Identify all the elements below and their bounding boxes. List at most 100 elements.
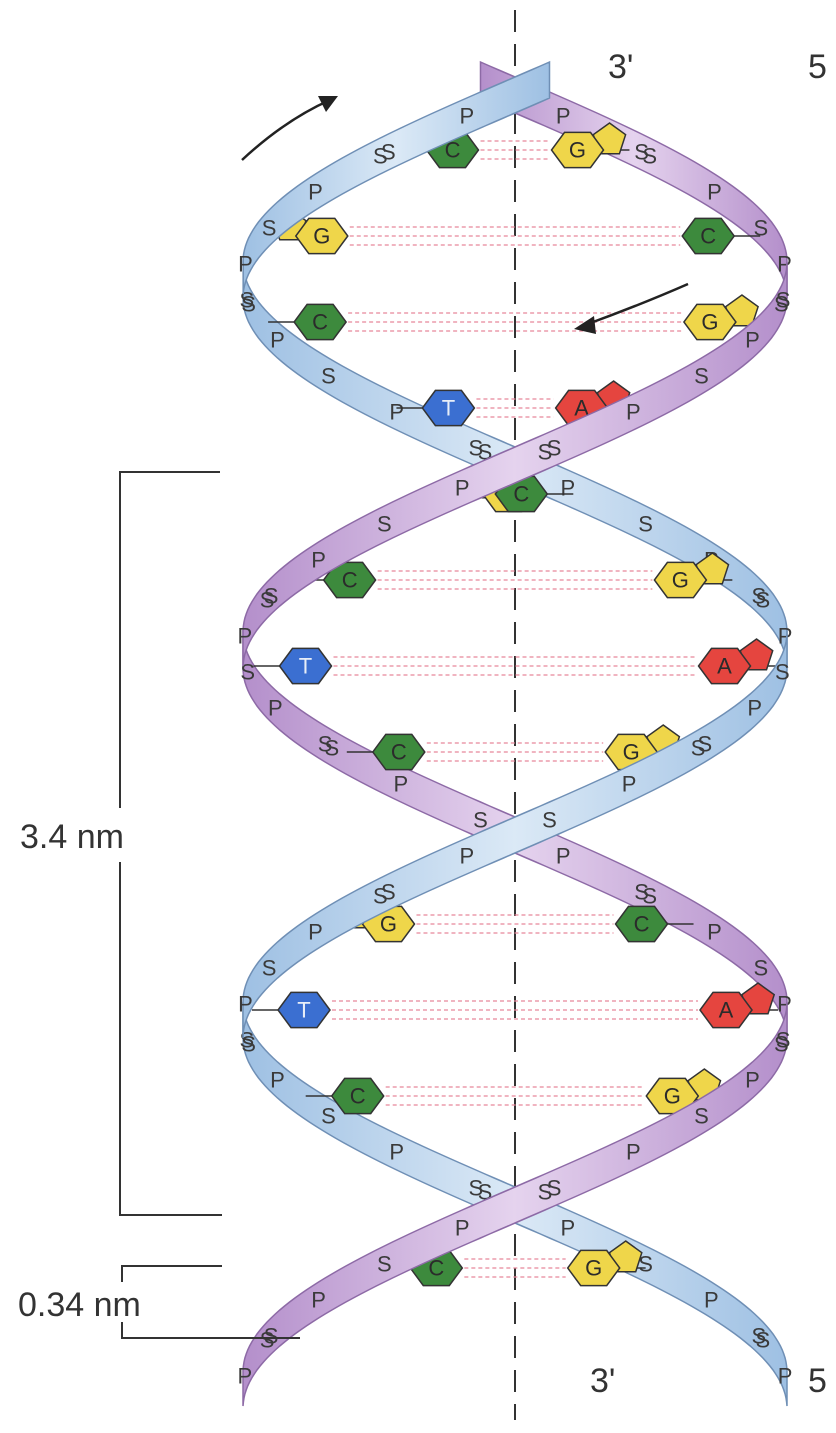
base-c: C <box>682 218 734 253</box>
sugar-label: S <box>542 808 557 833</box>
svg-text:A: A <box>719 998 734 1023</box>
phosphate-label: P <box>777 992 792 1017</box>
svg-text:T: T <box>442 396 455 421</box>
phosphate-label: P <box>308 180 323 205</box>
svg-text:G: G <box>380 912 397 937</box>
sugar-label: S <box>756 588 771 613</box>
svg-text:C: C <box>342 568 358 593</box>
phosphate-label: P <box>556 844 571 869</box>
sugar-label: S <box>262 216 277 241</box>
bottom-left-end-label: 3' <box>590 1362 615 1400</box>
sugar-label: S <box>775 660 790 685</box>
phosphate-label: P <box>311 548 326 573</box>
sugar-label: S <box>377 1252 392 1277</box>
base-t: T <box>278 992 330 1027</box>
phosphate-label: P <box>238 992 253 1017</box>
base-a: A <box>699 639 773 684</box>
phosphate-label: P <box>268 696 283 721</box>
phosphate-label: P <box>238 252 253 277</box>
phosphate-label: P <box>455 1216 470 1241</box>
sugar-label: S <box>538 1180 553 1205</box>
svg-text:C: C <box>700 224 716 249</box>
sugar-label: S <box>638 512 653 537</box>
top-left-end-label: 3' <box>608 48 633 86</box>
sugar-label: S <box>262 956 277 981</box>
phosphate-label: P <box>459 104 474 129</box>
phosphate-label: P <box>626 1140 641 1165</box>
arrow-up-right-icon <box>242 96 338 160</box>
svg-text:G: G <box>623 740 640 765</box>
sugar-label: S <box>691 736 706 761</box>
phosphate-label: P <box>389 1140 404 1165</box>
phosphate-label: P <box>626 400 641 425</box>
svg-text:G: G <box>701 310 718 335</box>
sugar-label: S <box>325 736 340 761</box>
svg-text:G: G <box>585 1256 602 1281</box>
phosphate-label: P <box>745 328 760 353</box>
svg-text:C: C <box>350 1084 366 1109</box>
pitch-bracket <box>120 472 222 1215</box>
phosphate-label: P <box>270 1068 285 1093</box>
sugar-label: S <box>373 884 388 909</box>
phosphate-label: P <box>238 624 253 649</box>
phosphate-label: P <box>777 252 792 277</box>
svg-text:T: T <box>297 998 310 1023</box>
phosphate-label: P <box>778 1364 793 1389</box>
top-right-end-label: 5 <box>808 48 827 86</box>
svg-text:G: G <box>664 1084 681 1109</box>
phosphate-label: P <box>704 1288 719 1313</box>
sugar-label: S <box>321 1104 336 1129</box>
svg-text:G: G <box>569 138 586 163</box>
phosphate-label: P <box>622 772 637 797</box>
phosphate-label: P <box>308 920 323 945</box>
sugar-label: S <box>756 1328 771 1353</box>
svg-text:C: C <box>513 482 529 507</box>
svg-text:C: C <box>312 310 328 335</box>
sugar-label: S <box>260 588 275 613</box>
svg-text:G: G <box>313 224 330 249</box>
sugar-label: S <box>774 292 789 317</box>
sugar-label: S <box>694 1104 709 1129</box>
phosphate-label: P <box>707 180 722 205</box>
bottom-right-end-label: 5 <box>808 1362 827 1400</box>
phosphate-label: P <box>389 400 404 425</box>
sugar-label: S <box>642 144 657 169</box>
sugar-label: S <box>642 884 657 909</box>
phosphate-label: P <box>270 328 285 353</box>
arrow-down-left-icon <box>574 284 688 334</box>
phosphate-label: P <box>560 1216 575 1241</box>
svg-text:T: T <box>299 654 312 679</box>
phosphate-label: P <box>747 696 762 721</box>
phosphate-label: P <box>238 1364 253 1389</box>
sugar-label: S <box>321 364 336 389</box>
sugar-label: S <box>241 292 256 317</box>
sugar-label: S <box>694 364 709 389</box>
phosphate-label: P <box>394 772 409 797</box>
phosphate-label: P <box>556 104 571 129</box>
svg-text:G: G <box>672 568 689 593</box>
phosphate-label: P <box>745 1068 760 1093</box>
phosphate-label: P <box>560 476 575 501</box>
sugar-label: S <box>538 440 553 465</box>
base-c: C <box>294 304 346 339</box>
phosphate-label: P <box>455 476 470 501</box>
sugar-label: S <box>260 1328 275 1353</box>
svg-text:C: C <box>391 740 407 765</box>
sugar-label: S <box>754 956 769 981</box>
sugar-label: S <box>373 144 388 169</box>
blue-strand-segment <box>243 62 549 294</box>
phosphate-label: P <box>459 844 474 869</box>
svg-text:C: C <box>634 912 650 937</box>
phosphate-label: P <box>311 1288 326 1313</box>
pitch-label: 3.4 nm <box>20 818 124 856</box>
sugar-label: S <box>377 512 392 537</box>
base-t: T <box>280 648 332 683</box>
svg-text:A: A <box>717 654 732 679</box>
base-a: A <box>700 983 774 1028</box>
rise-label: 0.34 nm <box>18 1286 141 1324</box>
sugar-label: S <box>774 1032 789 1057</box>
sugar-label: S <box>473 808 488 833</box>
phosphate-label: P <box>707 920 722 945</box>
